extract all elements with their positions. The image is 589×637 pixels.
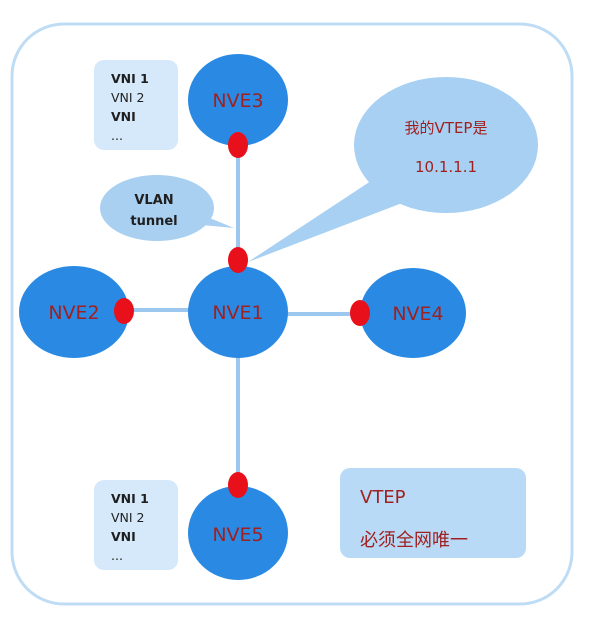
nve1-circle: [188, 266, 288, 358]
nve1-label: NVE1: [212, 302, 263, 324]
tunnel-bubble-body: [100, 175, 214, 241]
vtep-dot-nve1-top: [228, 247, 248, 273]
callout-tail: [248, 175, 410, 262]
vni-list-top: VNI 1 VNI 2 VNI ...: [94, 60, 178, 150]
nve3-circle: [188, 54, 288, 146]
vtep-dot-nve4: [350, 300, 370, 326]
nve2-circle: [19, 266, 129, 358]
vni-top-item-2: VNI 2: [111, 90, 145, 105]
vni-box-top: [94, 60, 178, 150]
note-box: [340, 468, 526, 558]
callout-line-1: 我的VTEP是: [405, 119, 488, 137]
vlan-tunnel-bubble: VLAN tunnel: [100, 175, 234, 241]
nve4-circle: [360, 268, 466, 358]
node-nve3: NVE3: [188, 54, 288, 146]
vni-bottom-item-1: VNI 1: [111, 491, 149, 506]
vni-bottom-item-3: VNI: [111, 529, 136, 544]
vni-box-bottom: [94, 480, 178, 570]
vtep-note: VTEP 必须全网唯一: [340, 468, 526, 558]
vni-bottom-item-4: ...: [111, 548, 123, 563]
vtep-dot-nve3: [228, 132, 248, 158]
vtep-callout: 我的VTEP是 10.1.1.1: [248, 77, 538, 262]
node-nve5: NVE5: [188, 486, 288, 580]
vni-top-item-1: VNI 1: [111, 71, 149, 86]
nve3-label: NVE3: [212, 90, 263, 112]
node-nve2: NVE2: [19, 266, 129, 358]
nve5-label: NVE5: [212, 524, 263, 546]
vtep-dot-nve5: [228, 472, 248, 498]
vni-list-bottom: VNI 1 VNI 2 VNI ...: [94, 480, 178, 570]
vtep-dot-nve2: [114, 298, 134, 324]
vni-bottom-item-2: VNI 2: [111, 510, 145, 525]
note-line-1: VTEP: [360, 487, 406, 508]
tunnel-line-1: VLAN: [134, 193, 173, 208]
node-nve4: NVE4: [360, 268, 466, 358]
nve5-circle: [188, 486, 288, 580]
node-nve1: NVE1: [188, 266, 288, 358]
vni-top-item-3: VNI: [111, 109, 136, 124]
callout-bubble: [354, 77, 538, 213]
nve2-label: NVE2: [48, 302, 99, 324]
note-line-2: 必须全网唯一: [360, 530, 468, 551]
nve4-label: NVE4: [392, 303, 443, 325]
tunnel-line-2: tunnel: [130, 214, 177, 229]
vni-top-item-4: ...: [111, 128, 123, 143]
callout-line-2: 10.1.1.1: [415, 158, 477, 176]
